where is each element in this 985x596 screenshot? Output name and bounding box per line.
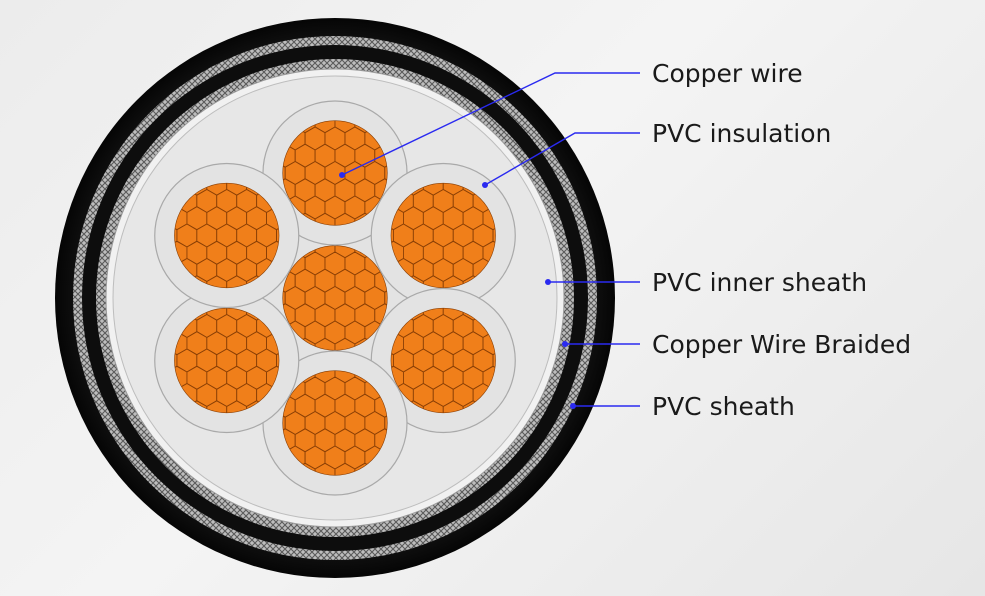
- label-copper-wire: Copper wire: [652, 59, 803, 88]
- label-copper-wire-braided: Copper Wire Braided: [652, 330, 911, 359]
- cores-group: [154, 100, 516, 496]
- label-pvc-inner-sheath: PVC inner sheath: [652, 268, 867, 297]
- cable-core: [262, 350, 408, 496]
- dot-copper-wire: [339, 172, 345, 178]
- leader-lines: [341, 72, 640, 407]
- label-pvc-sheath: PVC sheath: [652, 392, 795, 421]
- leader-copper-wire: [341, 72, 640, 176]
- label-pvc-insulation: PVC insulation: [652, 119, 831, 148]
- leader-pvc-insulation: [484, 132, 640, 186]
- leader-dots: [339, 172, 576, 409]
- cable-core: [154, 287, 300, 434]
- cable-core: [262, 100, 408, 246]
- cable-core: [370, 162, 516, 309]
- cable-core: [262, 225, 408, 371]
- cable-core: [370, 287, 516, 434]
- dot-pvc-inner-sheath: [545, 279, 551, 285]
- dot-pvc-insulation: [482, 182, 488, 188]
- dot-pvc-sheath: [570, 403, 576, 409]
- dot-copper-wire-braided: [562, 341, 568, 347]
- cable-core: [154, 162, 300, 309]
